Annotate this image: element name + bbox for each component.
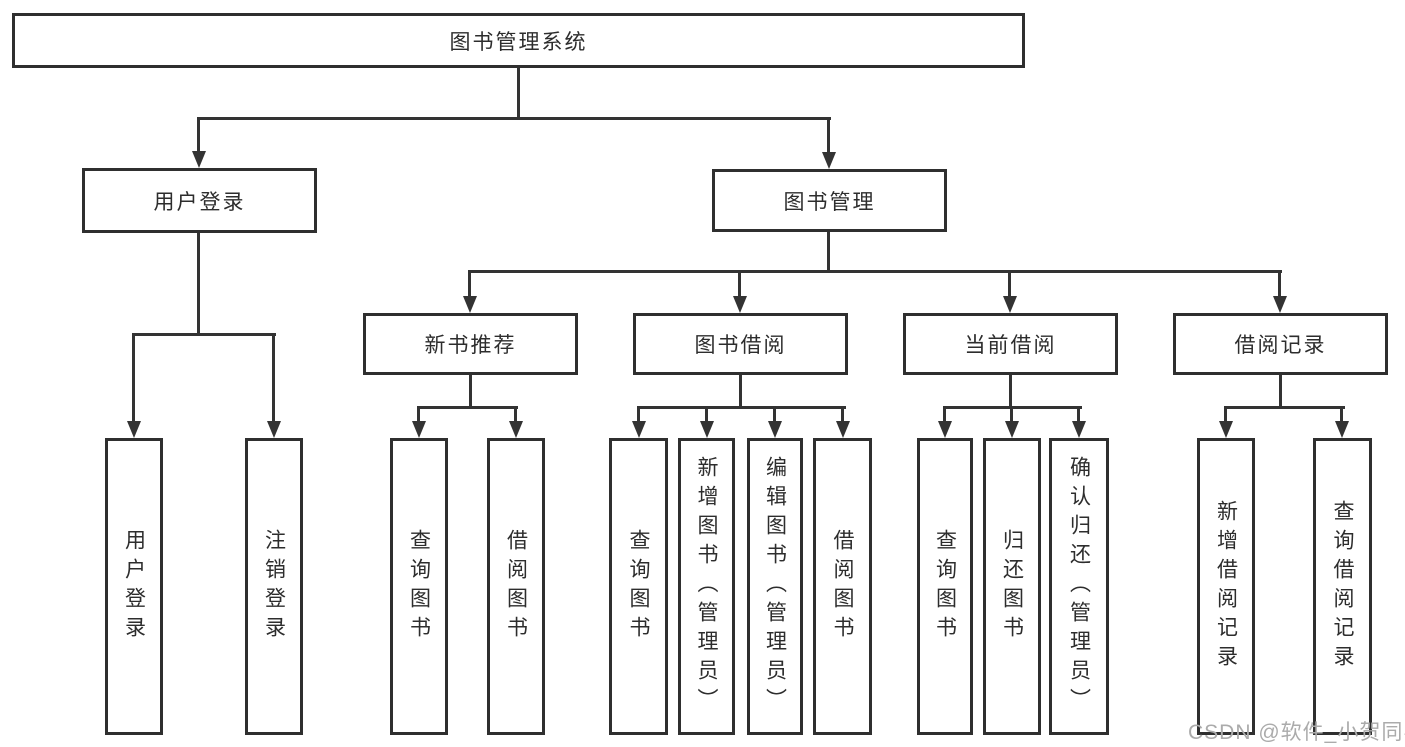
node-label: 新增借阅记录 bbox=[1214, 499, 1238, 674]
arrow-down bbox=[412, 421, 426, 438]
node-label: 借阅图书 bbox=[504, 528, 528, 645]
connector-vline bbox=[1340, 406, 1343, 423]
connector-vline bbox=[468, 270, 471, 298]
arrow-down bbox=[836, 421, 850, 438]
connector-vline bbox=[1077, 406, 1080, 423]
arrow-down bbox=[463, 296, 477, 313]
arrow-down bbox=[509, 421, 523, 438]
arrow-down bbox=[1005, 421, 1019, 438]
connector-vline bbox=[1010, 406, 1013, 423]
connector-vline bbox=[637, 406, 640, 423]
node-label: 查询图书 bbox=[407, 528, 431, 645]
arrow-down bbox=[733, 296, 747, 313]
node-label: 用户登录 bbox=[153, 190, 246, 214]
node-label: 借阅记录 bbox=[1234, 334, 1327, 357]
leaf-confirm-return-admin: 确认归还（管理员） bbox=[1049, 438, 1109, 735]
arrow-down bbox=[1219, 421, 1233, 438]
connector-vline bbox=[1224, 406, 1227, 423]
connector-vline bbox=[197, 117, 200, 153]
arrow-down bbox=[1335, 421, 1349, 438]
connector-vline bbox=[1279, 375, 1282, 409]
node-label: 归还图书 bbox=[1000, 528, 1024, 645]
connector-vline bbox=[469, 375, 472, 409]
arrow-down bbox=[938, 421, 952, 438]
connector-hline bbox=[132, 333, 276, 336]
node-label: 查询图书 bbox=[627, 528, 650, 645]
node-label: 图书管理系统 bbox=[449, 30, 588, 54]
connector-vline bbox=[197, 233, 200, 336]
connector-vline bbox=[827, 232, 830, 273]
connector-hline bbox=[417, 406, 518, 409]
arrow-down bbox=[632, 421, 646, 438]
leaf-edit-books-admin: 编辑图书（管理员） bbox=[747, 438, 803, 735]
arrow-down bbox=[1273, 296, 1287, 313]
node-label: 查询图书 bbox=[933, 528, 957, 645]
connector-hline bbox=[1224, 406, 1345, 409]
arrow-down bbox=[192, 151, 206, 168]
connector-hline bbox=[637, 406, 846, 409]
node-label: 当前借阅 bbox=[964, 334, 1057, 357]
node-current-borrow: 当前借阅 bbox=[903, 313, 1118, 375]
csdn-watermark: CSDN @软件_小贺同学 bbox=[1188, 721, 1405, 744]
leaf-recommend-borrow-books: 借阅图书 bbox=[487, 438, 545, 735]
connector-hline bbox=[468, 270, 1282, 273]
connector-vline bbox=[517, 68, 520, 120]
leaf-query-borrow-record: 查询借阅记录 bbox=[1313, 438, 1372, 735]
connector-vline bbox=[827, 117, 830, 153]
connector-vline bbox=[1009, 375, 1012, 409]
leaf-user-login: 用户登录 bbox=[105, 438, 163, 735]
node-label: 查询借阅记录 bbox=[1331, 499, 1354, 674]
node-label: 确认归还（管理员） bbox=[1067, 456, 1091, 717]
connector-vline bbox=[514, 406, 517, 423]
leaf-current-query-books: 查询图书 bbox=[917, 438, 973, 735]
connector-vline bbox=[773, 406, 776, 423]
arrow-down bbox=[768, 421, 782, 438]
node-new-book-recommend: 新书推荐 bbox=[363, 313, 578, 375]
leaf-return-books: 归还图书 bbox=[983, 438, 1041, 735]
node-book-borrow: 图书借阅 bbox=[633, 313, 848, 375]
connector-vline bbox=[417, 406, 420, 423]
leaf-recommend-query-books: 查询图书 bbox=[390, 438, 448, 735]
arrow-down bbox=[1072, 421, 1086, 438]
node-label: 图书借阅 bbox=[694, 334, 787, 357]
connector-vline bbox=[943, 406, 946, 423]
node-root-library-system: 图书管理系统 bbox=[12, 13, 1025, 68]
arrow-down bbox=[700, 421, 714, 438]
arrow-down bbox=[127, 421, 141, 438]
node-label: 编辑图书（管理员） bbox=[763, 456, 787, 717]
node-user-login: 用户登录 bbox=[82, 168, 317, 233]
node-label: 用户登录 bbox=[122, 528, 146, 645]
node-label: 新书推荐 bbox=[424, 334, 517, 357]
connector-hline bbox=[197, 117, 831, 120]
leaf-logout: 注销登录 bbox=[245, 438, 303, 735]
node-label: 借阅图书 bbox=[831, 528, 854, 645]
connector-vline bbox=[132, 333, 135, 422]
connector-vline bbox=[1008, 270, 1011, 298]
connector-vline bbox=[841, 406, 844, 423]
connector-vline bbox=[738, 270, 741, 298]
leaf-borrow-books: 借阅图书 bbox=[813, 438, 872, 735]
connector-vline bbox=[739, 375, 742, 409]
arrow-down bbox=[267, 421, 281, 438]
arrow-down bbox=[1003, 296, 1017, 313]
connector-vline bbox=[1278, 270, 1281, 298]
connector-vline bbox=[272, 333, 275, 422]
leaf-add-borrow-record: 新增借阅记录 bbox=[1197, 438, 1255, 735]
node-label: 图书管理 bbox=[783, 190, 876, 214]
node-book-management: 图书管理 bbox=[712, 169, 947, 232]
node-borrow-records: 借阅记录 bbox=[1173, 313, 1388, 375]
node-label: 新增图书（管理员） bbox=[695, 456, 718, 717]
arrow-down bbox=[822, 152, 836, 169]
node-label: 注销登录 bbox=[262, 528, 286, 645]
leaf-borrow-query-books: 查询图书 bbox=[609, 438, 668, 735]
leaf-add-books-admin: 新增图书（管理员） bbox=[678, 438, 735, 735]
connector-vline bbox=[705, 406, 708, 423]
